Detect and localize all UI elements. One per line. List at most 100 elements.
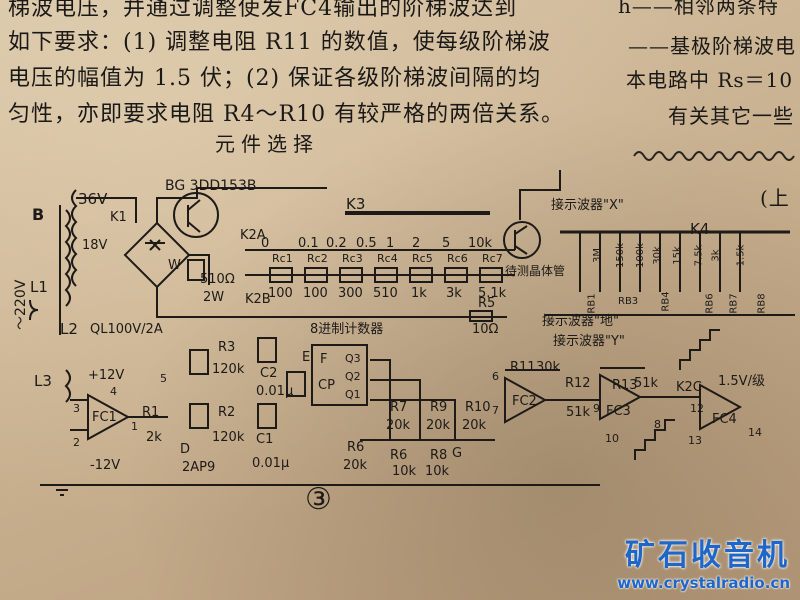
watermark-brand: 矿石收音机 <box>625 538 790 573</box>
label-C2-val: 0.01μ <box>256 384 294 399</box>
label-Rs-val: 10k <box>392 464 417 479</box>
label-scope-x: 接示波器"X" <box>551 198 624 213</box>
label-scope-gnd: 接示波器"地" <box>542 314 619 329</box>
right-line-2: ——基极阶梯波电 <box>628 34 796 58</box>
pin-number: 14 <box>748 426 762 439</box>
label-W: W <box>168 258 181 273</box>
label-FC1: FC1 <box>92 410 117 425</box>
label-K2A: K2A <box>240 228 266 243</box>
label-36v: 36V <box>78 190 108 208</box>
pin-number: 10 <box>605 432 619 445</box>
pin-number: 5 <box>160 372 167 385</box>
switch-val: 1 <box>386 236 395 251</box>
label-R1-val: 2k <box>146 430 162 445</box>
label-bridge: QL100V/2A <box>90 322 163 337</box>
label-R2: R2 <box>218 405 236 420</box>
label-BG: BG 3DD153B <box>165 178 257 194</box>
rc-value: 300 <box>338 286 363 301</box>
pin-number: 1 <box>131 420 138 433</box>
label-D: D <box>180 442 191 457</box>
rb-value: 100k <box>634 243 646 268</box>
article-line-1: 梯波电压，并通过调整使发FC4输出的阶梯波达到 <box>8 0 518 21</box>
rb-label: RB3 <box>618 296 639 307</box>
rc-label: Rc1 <box>272 252 293 265</box>
rc-value: 100 <box>268 286 293 301</box>
label-R13: R13 <box>612 378 638 393</box>
label-Q3: Q3 <box>345 352 361 365</box>
pin-number: 13 <box>688 434 702 447</box>
pin-number: 2 <box>73 436 80 449</box>
rb-value: 150k <box>614 243 626 268</box>
label-18v: 18V <box>82 238 108 253</box>
label-E: E <box>302 350 311 365</box>
rb-label: RB1 <box>586 293 598 314</box>
label-FC2: FC2 <box>512 394 537 409</box>
label-K2B: K2B <box>245 292 271 307</box>
rb-label: RB6 <box>704 293 716 314</box>
label-D-val: 2AP9 <box>182 460 216 475</box>
label-R7: R7 <box>390 400 408 415</box>
rb-value: 15k <box>671 246 683 265</box>
label-G: G <box>452 446 463 461</box>
switch-val: 0.2 <box>326 236 347 251</box>
rc-value: 1k <box>411 286 427 301</box>
watermark: 矿石收音机 www.crystalradio.cn <box>617 530 790 592</box>
label-R2-val: 120k <box>212 430 245 445</box>
pin-number: 4 <box>110 385 117 398</box>
label-Rs: R6 <box>390 448 408 463</box>
figure-number: ③ <box>305 482 332 517</box>
label-C1: C1 <box>256 432 274 447</box>
label-R11-val: 30k <box>536 360 561 375</box>
rb-label: RB4 <box>660 291 672 312</box>
rc-value: 5.1k <box>478 286 507 301</box>
right-line-5: (上 <box>760 186 790 210</box>
label-F: F <box>320 352 328 367</box>
label-R3-val: 120k <box>212 362 245 377</box>
label-dut: 待测晶体管 <box>505 264 566 278</box>
rc-value: 100 <box>303 286 328 301</box>
label-Q1: Q1 <box>345 388 361 401</box>
article-line-4: 匀性，亦即要求电阻 R4～R10 有较严格的两倍关系。 <box>8 102 565 127</box>
decorative-border <box>633 151 795 161</box>
switch-val: 10k <box>468 236 493 251</box>
right-line-1: h——相邻两条特 <box>618 0 779 18</box>
label-minus12: -12V <box>90 458 121 473</box>
label-R5-val: 10Ω <box>472 322 499 337</box>
rb-value: 1.5k <box>735 244 747 267</box>
label-R5: R5 <box>478 296 496 311</box>
rb-label: RB7 <box>728 293 740 314</box>
switch-val: 0.5 <box>356 236 377 251</box>
label-K2C: K2C <box>676 380 702 395</box>
rc-value: 510 <box>373 286 398 301</box>
label-C1-val: 0.01μ <box>252 456 290 471</box>
label-FC3: FC3 <box>606 404 631 419</box>
label-R10: R10 <box>465 400 491 415</box>
switch-val: 2 <box>412 236 421 251</box>
rc-label: Rc7 <box>482 252 503 265</box>
label-K1: K1 <box>110 210 127 225</box>
label-Q2: Q2 <box>345 370 361 383</box>
rc-label: Rc6 <box>447 252 468 265</box>
label-R3: R3 <box>218 340 236 355</box>
rb-value: 7.5k <box>693 244 705 267</box>
label-plus12: +12V <box>88 368 125 383</box>
label-K3: K3 <box>346 195 366 213</box>
label-W-val: 510Ω <box>200 272 235 287</box>
watermark-url: www.crystalradio.cn <box>617 574 790 592</box>
label-R10-val: 20k <box>462 418 487 433</box>
label-mains: ～220V <box>13 279 29 330</box>
label-R4-val: 20k <box>343 458 368 473</box>
switch-val: 0.1 <box>298 236 319 251</box>
rc-value: 3k <box>446 286 462 301</box>
section-title: 元件选择 <box>215 132 319 156</box>
label-R12-val: 51k <box>566 405 591 420</box>
label-L1: L1 <box>30 278 48 296</box>
label-W-pow: 2W <box>203 290 225 305</box>
pin-number: 3 <box>73 402 80 415</box>
pin-number: 9 <box>593 402 600 415</box>
label-counter: 8进制计数器 <box>310 322 384 337</box>
label-R8: R8 <box>430 448 448 463</box>
pin-number: 7 <box>492 404 499 417</box>
